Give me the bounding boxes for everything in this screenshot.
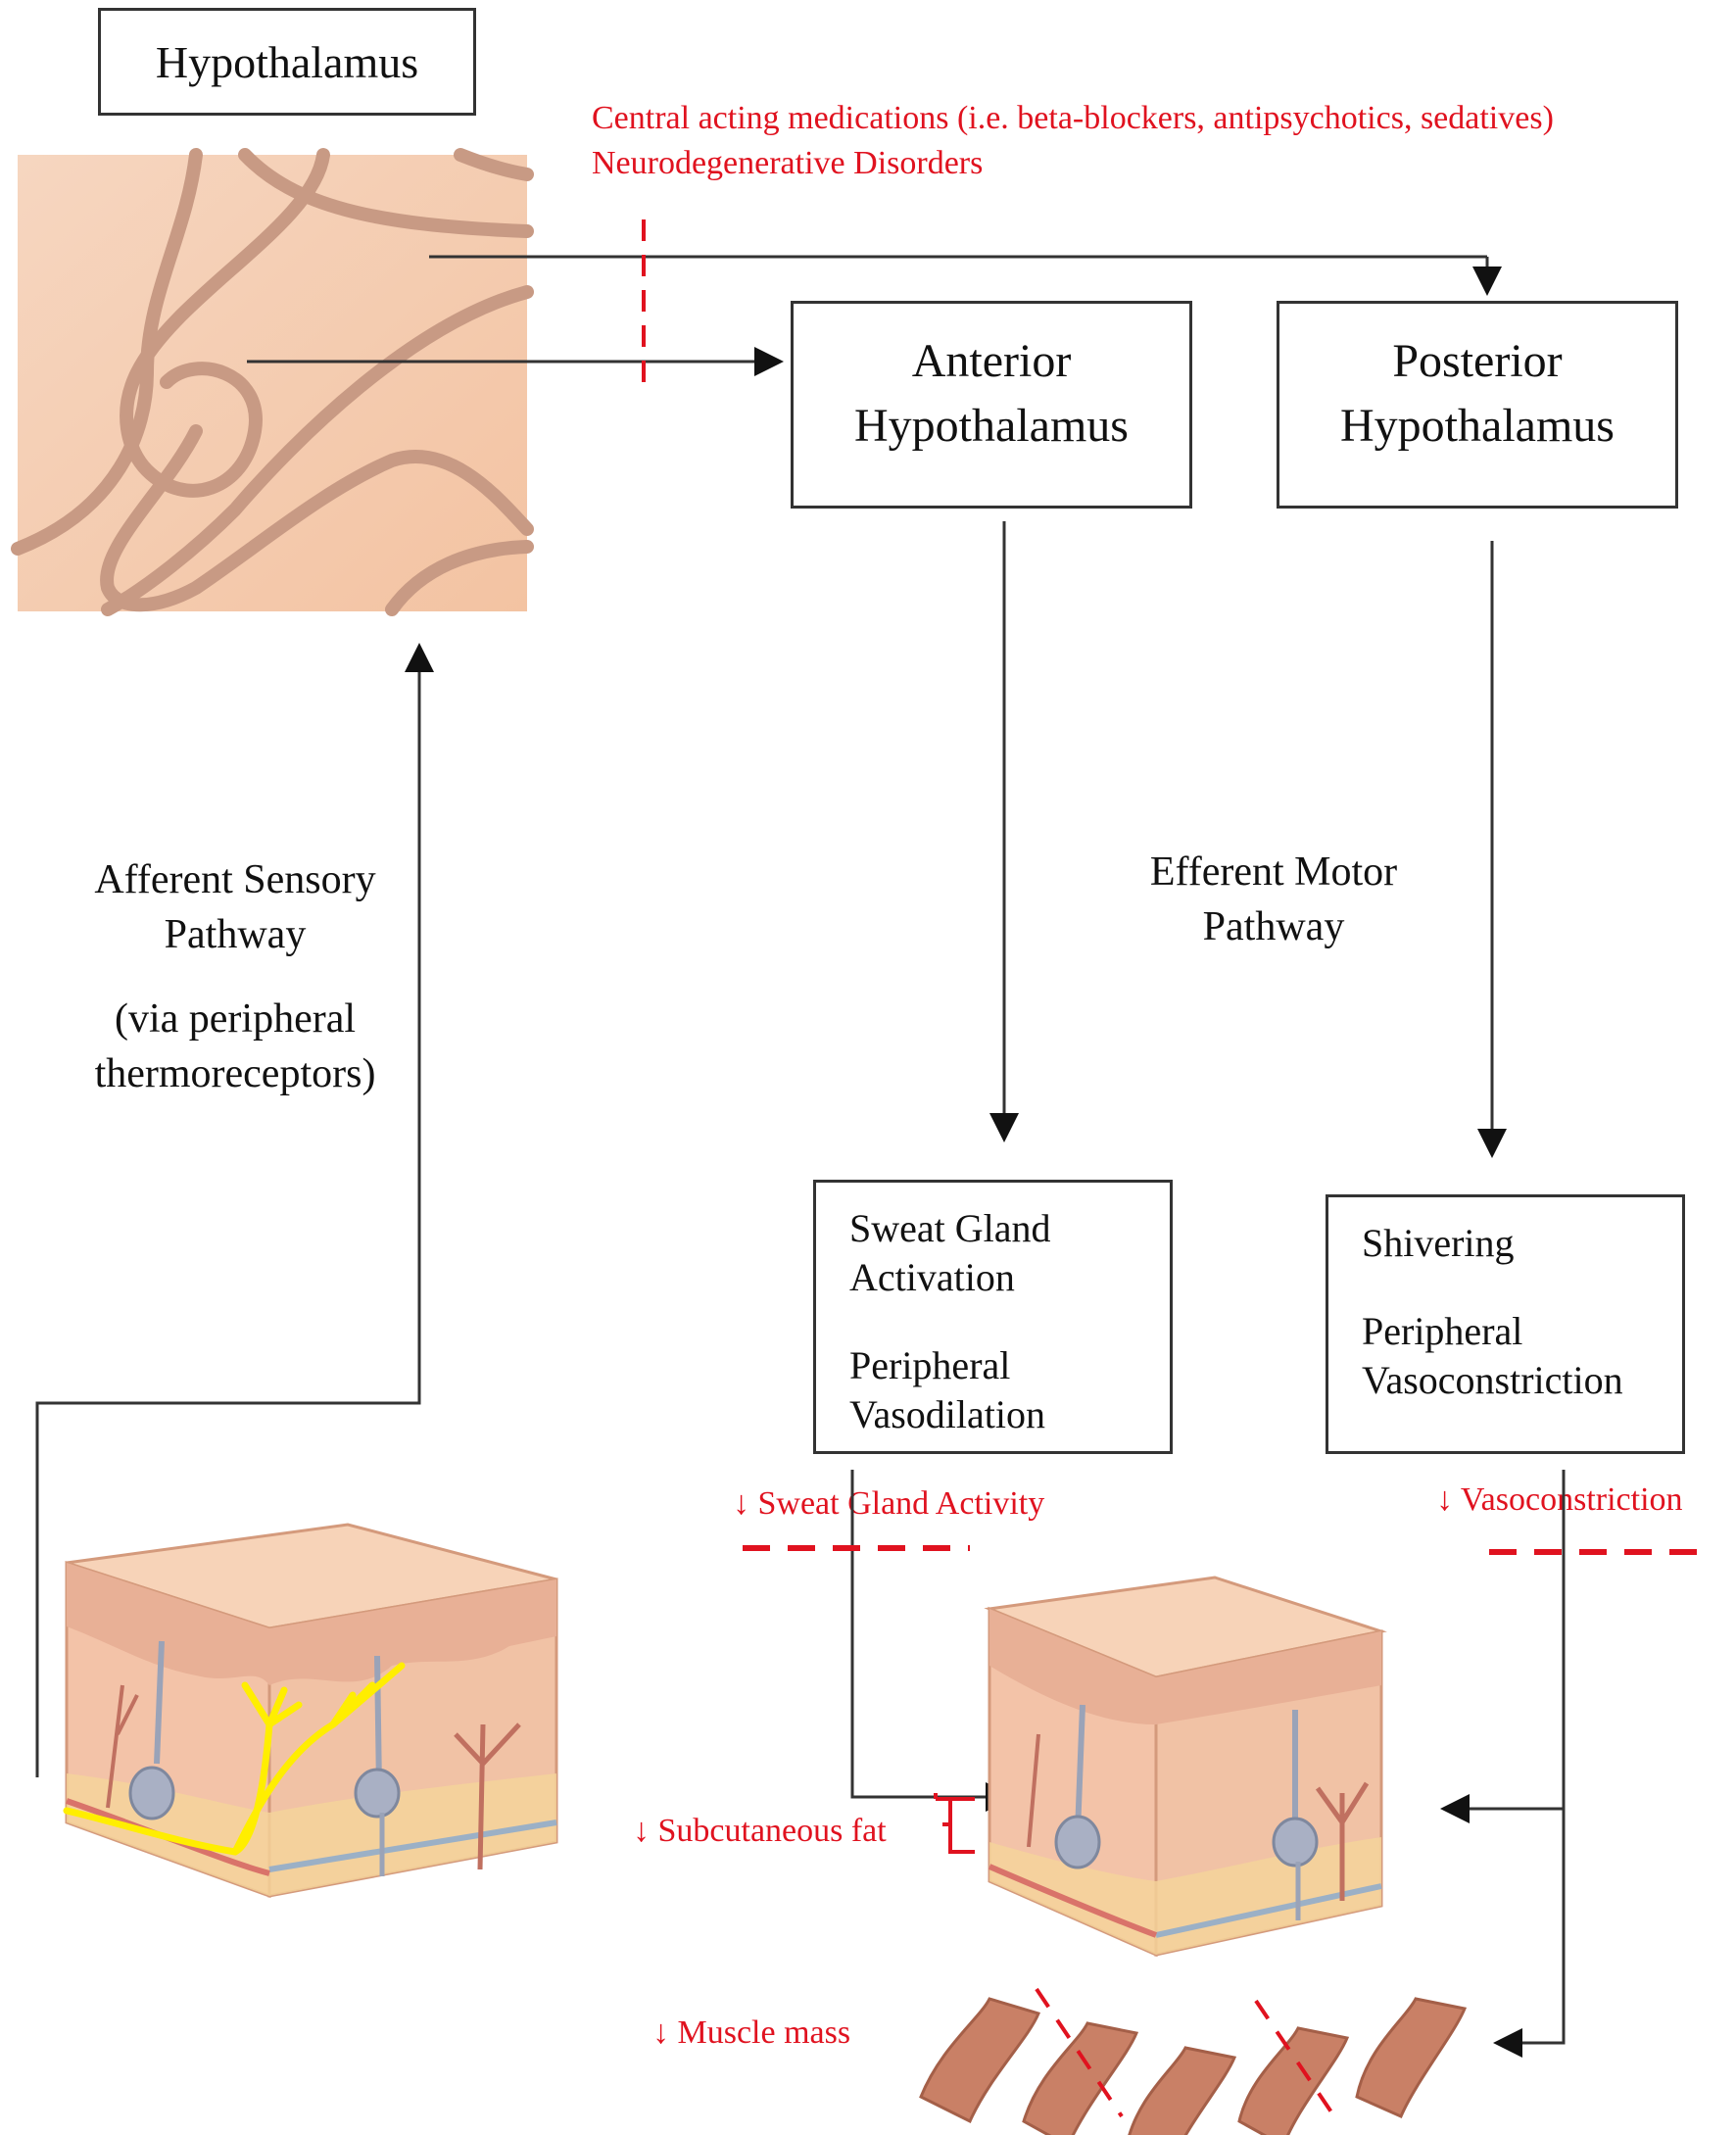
- muscle-fiber: [919, 1997, 1041, 2124]
- subcutaneous-fat-bracket: [934, 1793, 975, 1854]
- inhibitor-note-neurodegenerative: Neurodegenerative Disorders: [592, 145, 984, 181]
- hypothalamus-title-box: Hypothalamus: [98, 8, 476, 116]
- efferent-pathway-label: Efferent Motor Pathway: [1107, 845, 1440, 954]
- afferent-line2: Pathway: [164, 912, 307, 957]
- anterior-line1: Anterior: [911, 335, 1072, 387]
- reduced-sweat-label: ↓ Sweat Gland Activity: [733, 1485, 1045, 1522]
- muscle-fiber: [1022, 2021, 1139, 2135]
- afferent-pathway-arrow: [35, 643, 434, 1777]
- posterior-line2: Hypothalamus: [1340, 400, 1615, 452]
- anterior-line2: Hypothalamus: [854, 400, 1129, 452]
- muscle-fibers: [919, 1997, 1468, 2135]
- anterior-hypothalamus-box: Anterior Hypothalamus: [791, 301, 1192, 509]
- skin-cross-section-left: [63, 1523, 558, 1899]
- efferent-line2: Pathway: [1202, 904, 1345, 949]
- sweat-line2: Activation: [849, 1255, 1015, 1299]
- shiver-line1: Shivering: [1362, 1221, 1515, 1265]
- muscle-fiber: [1355, 1997, 1468, 2118]
- sweat-line1: Sweat Gland: [849, 1206, 1051, 1250]
- sweat-line4: Vasodilation: [849, 1392, 1045, 1436]
- posterior-hypothalamus-box: Posterior Hypothalamus: [1277, 301, 1678, 509]
- muscle-loss-dashed-lines: [1035, 1987, 1336, 2118]
- afferent-pathway-label: Afferent Sensory Pathway (via peripheral…: [59, 852, 411, 1101]
- shivering-vasoconstriction-box: Shivering Peripheral Vasoconstriction: [1326, 1194, 1685, 1454]
- reduced-subcutaneous-fat-label: ↓ Subcutaneous fat: [633, 1813, 887, 1849]
- muscle-fiber: [1237, 2026, 1350, 2135]
- inhibitor-note-medications: Central acting medications (i.e. beta-bl…: [592, 100, 1554, 136]
- skin-cross-section-right: [984, 1576, 1387, 1958]
- hypothalamus-tissue-illustration: [11, 148, 534, 616]
- muscle-fiber: [1128, 2046, 1237, 2135]
- afferent-line1: Afferent Sensory: [94, 857, 376, 902]
- sweat-line3: Peripheral: [849, 1343, 1011, 1387]
- posterior-line1: Posterior: [1392, 335, 1563, 387]
- arrow-sweat-to-skin: [850, 1470, 1015, 1812]
- thermoreceptor-nerves: [63, 1662, 406, 1856]
- shiver-line3: Vasoconstriction: [1362, 1358, 1623, 1402]
- hypothalamus-title: Hypothalamus: [155, 36, 419, 87]
- reduced-muscle-mass-label: ↓ Muscle mass: [652, 2014, 851, 2051]
- afferent-line4: thermoreceptors): [94, 1051, 376, 1096]
- shiver-line2: Peripheral: [1362, 1309, 1523, 1353]
- efferent-line1: Efferent Motor: [1149, 849, 1398, 895]
- arrow-shiver-to-muscle: [1493, 1470, 1566, 2058]
- sweat-vasodilation-box: Sweat Gland Activation Peripheral Vasodi…: [813, 1180, 1173, 1454]
- afferent-line3: (via peripheral: [114, 996, 357, 1042]
- reduced-vasoconstriction-label: ↓ Vasoconstriction: [1436, 1481, 1683, 1518]
